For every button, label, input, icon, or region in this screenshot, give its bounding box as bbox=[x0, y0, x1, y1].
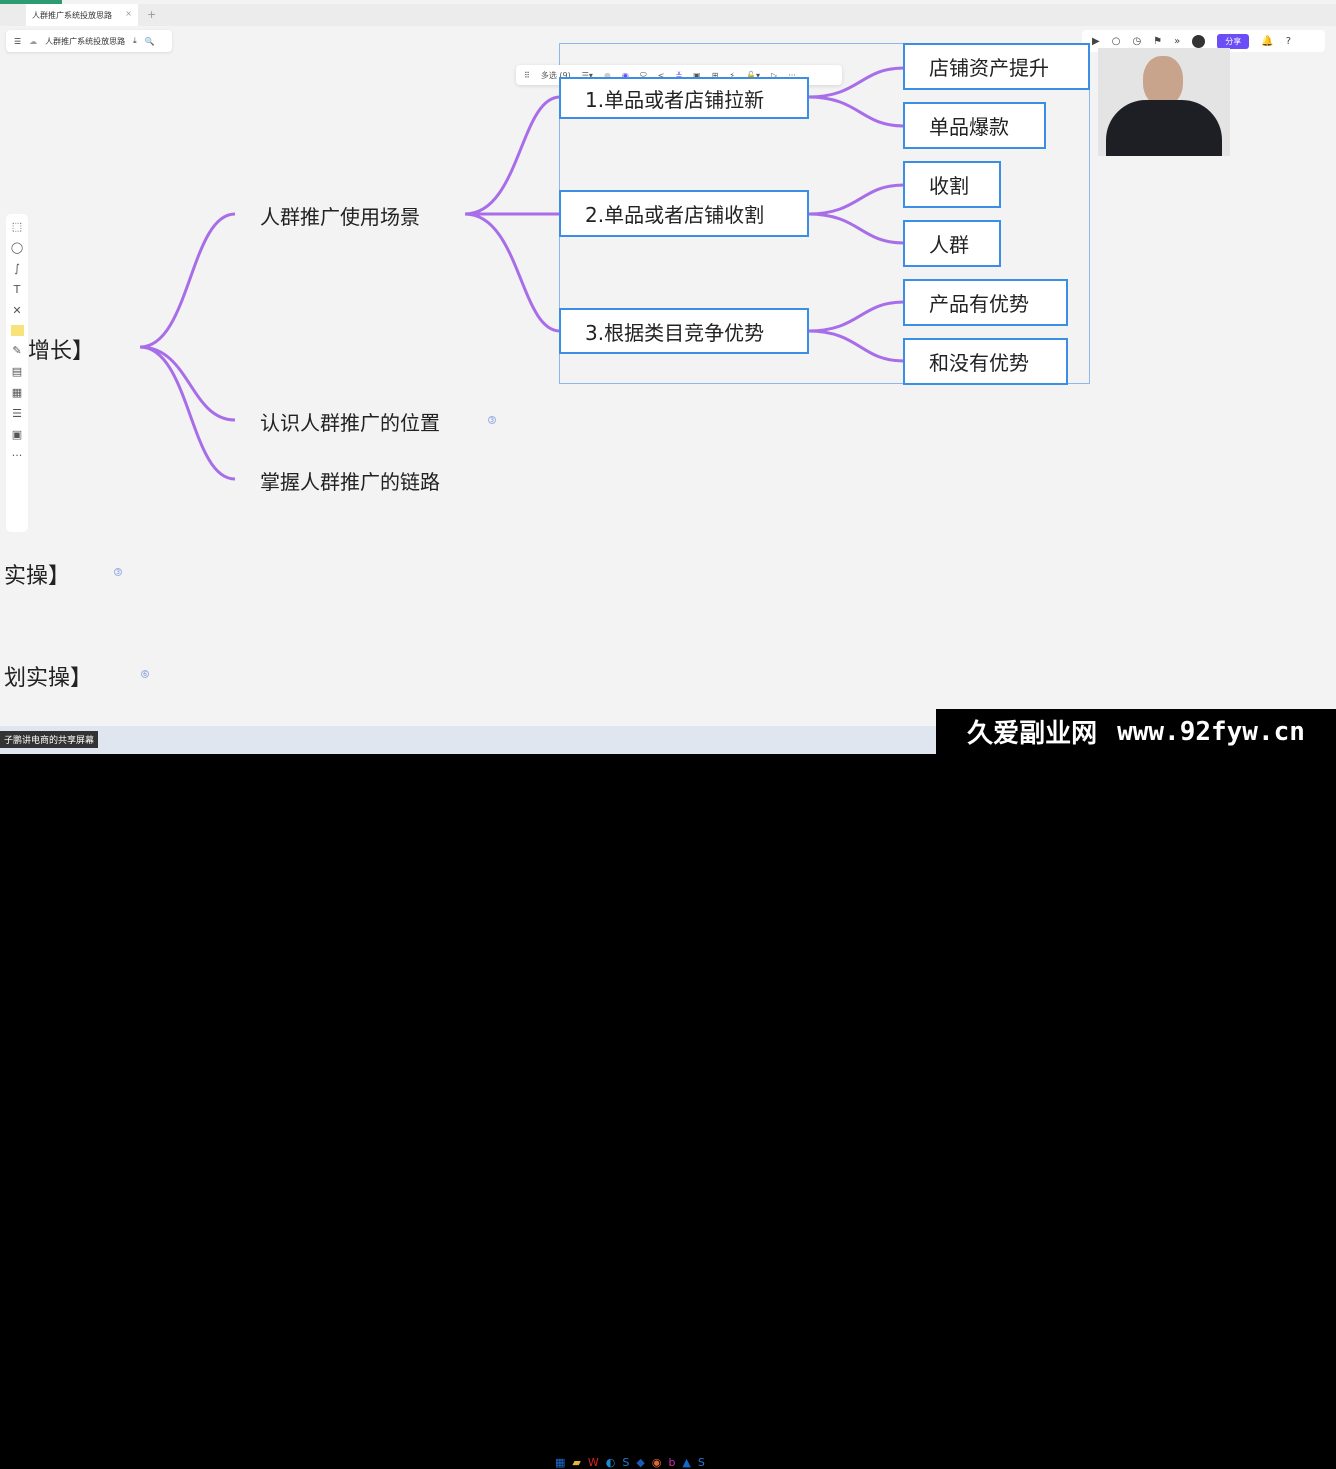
subtopic-box[interactable]: 1.单品或者店铺拉新 bbox=[559, 77, 809, 119]
cloud-icon: ☁ bbox=[29, 36, 38, 46]
border-color-icon[interactable]: ◉ bbox=[621, 70, 629, 80]
watermark-url: www.92fyw.cn bbox=[1117, 716, 1305, 747]
topic-node[interactable]: 人群推广使用场景 bbox=[260, 205, 420, 229]
text-icon[interactable]: T bbox=[13, 283, 21, 296]
bell-icon[interactable]: 🔔 bbox=[1261, 35, 1274, 47]
topic-node[interactable]: 掌握人群推广的链路 bbox=[260, 470, 440, 494]
new-tab-button[interactable]: + bbox=[147, 8, 157, 21]
root-node[interactable]: 增长】 bbox=[28, 339, 95, 364]
leaf-box[interactable]: 和没有优势 bbox=[903, 338, 1068, 385]
doc-tab[interactable]: 人群推广系统投放思路 × bbox=[26, 4, 138, 26]
pen-icon[interactable]: ✎ bbox=[12, 344, 22, 357]
present-icon[interactable]: ▷ bbox=[771, 70, 778, 80]
chrome-icon[interactable]: ◉ bbox=[651, 1456, 662, 1469]
collapse-badge[interactable]: 3 bbox=[488, 416, 496, 424]
tab-bar: 人群推广系统投放思路 × + bbox=[0, 4, 1336, 26]
shape-icon[interactable]: ◯ bbox=[10, 241, 24, 254]
left-toolbar: ⬚ ◯ ∫ T ✕ ✎ ▤ ▦ ☰ ▣ ··· bbox=[6, 214, 28, 532]
more-icon[interactable]: ··· bbox=[11, 449, 23, 462]
app-icon[interactable]: b bbox=[668, 1456, 676, 1469]
menu-icon[interactable]: ☰ bbox=[14, 36, 22, 46]
leaf-box[interactable]: 产品有优势 bbox=[903, 279, 1068, 326]
download-icon[interactable]: ⤓ bbox=[133, 36, 137, 45]
app-icon[interactable]: ▲ bbox=[682, 1456, 691, 1469]
doc-title: 人群推广系统投放思路 bbox=[45, 36, 126, 46]
flag-icon[interactable]: ⚑ bbox=[1153, 35, 1163, 47]
app-icon[interactable]: S bbox=[622, 1456, 630, 1469]
shape-icon[interactable]: ⬭ bbox=[639, 70, 647, 79]
screen: 人群推广系统投放思路 × + ☰ ☁ 人群推广系统投放思路 ⤓ 🔍 ▶ ○ ◷ ⚑… bbox=[0, 0, 1336, 726]
table-icon[interactable]: ▤ bbox=[11, 365, 23, 378]
leaf-box[interactable]: 收割 bbox=[903, 161, 1001, 208]
watermark-site: 久爱副业网 bbox=[967, 719, 1098, 749]
root-sibling-node[interactable]: 实操】 bbox=[4, 564, 71, 589]
connector-icon[interactable]: ∫ bbox=[14, 262, 20, 275]
app-icon[interactable]: ◆ bbox=[636, 1456, 645, 1469]
tab-title: 人群推广系统投放思路 bbox=[32, 11, 112, 20]
comment-icon[interactable]: ○ bbox=[1111, 35, 1121, 47]
topic-node[interactable]: 认识人群推广的位置 bbox=[260, 411, 440, 435]
subtopic-box[interactable]: 3.根据类目竞争优势 bbox=[559, 308, 809, 354]
drag-handle-icon[interactable]: ⠿ bbox=[524, 70, 530, 80]
sticky-note-icon[interactable] bbox=[10, 325, 24, 336]
avatar[interactable] bbox=[1192, 34, 1206, 48]
leaf-box[interactable]: 单品爆款 bbox=[903, 102, 1046, 149]
share-caption: 子鹏讲电商的共享屏幕 bbox=[0, 731, 99, 748]
more-icon[interactable]: ··· bbox=[788, 70, 796, 80]
webcam-video bbox=[1098, 48, 1230, 156]
mindmap-connectors bbox=[139, 66, 905, 481]
folder-icon[interactable]: ▰ bbox=[572, 1456, 581, 1469]
help-icon[interactable]: ? bbox=[1285, 35, 1292, 47]
accent-bar bbox=[0, 0, 62, 4]
right-toolbar: ▶ ○ ◷ ⚑ » 分享 🔔 ? bbox=[1082, 30, 1325, 52]
share-button[interactable]: 分享 bbox=[1217, 33, 1250, 49]
expand-icon[interactable]: » bbox=[1174, 35, 1181, 47]
add-child-icon[interactable]: ⊞ bbox=[711, 70, 719, 80]
leaf-box[interactable]: 店铺资产提升 bbox=[903, 43, 1090, 90]
summary-icon[interactable]: ▣ bbox=[693, 70, 701, 80]
root-sibling-node[interactable]: 划实操】 bbox=[4, 666, 93, 691]
style-icon[interactable]: ⚡ bbox=[729, 70, 736, 80]
collapse-badge[interactable]: 6 bbox=[141, 670, 149, 678]
frame-icon[interactable]: ⬚ bbox=[11, 220, 23, 233]
multi-select[interactable]: 多选 (9) bbox=[540, 70, 571, 80]
fill-icon[interactable]: ● bbox=[603, 70, 611, 80]
watermark: 久爱副业网 www.92fyw.cn bbox=[936, 709, 1336, 754]
lock-icon[interactable]: 🔓▾ bbox=[746, 70, 761, 80]
branch-icon[interactable]: < bbox=[657, 70, 665, 80]
taskbar-apps: ▦ ▰ W ◐ S ◆ ◉ b ▲ S bbox=[555, 1456, 705, 1469]
play-icon[interactable]: ▶ bbox=[1092, 35, 1100, 47]
edge-icon[interactable]: ◐ bbox=[605, 1456, 616, 1469]
wps-icon[interactable]: W bbox=[587, 1456, 599, 1469]
template-icon[interactable]: ▣ bbox=[11, 428, 23, 441]
layout-icon[interactable]: ☰▾ bbox=[581, 70, 593, 80]
start-icon[interactable]: ▦ bbox=[555, 1456, 566, 1469]
leaf-box[interactable]: 人群 bbox=[903, 220, 1001, 267]
line-style-icon[interactable]: ≚ bbox=[675, 70, 683, 80]
close-icon[interactable]: × bbox=[125, 9, 132, 18]
doc-icon[interactable]: ▦ bbox=[11, 386, 23, 399]
search-icon[interactable]: 🔍 bbox=[144, 36, 155, 46]
list-icon[interactable]: ☰ bbox=[12, 407, 22, 420]
collapse-badge[interactable]: 3 bbox=[114, 568, 122, 576]
subtopic-box[interactable]: 2.单品或者店铺收割 bbox=[559, 190, 809, 237]
mindmap-icon[interactable]: ✕ bbox=[12, 304, 22, 317]
app-icon[interactable]: S bbox=[697, 1456, 705, 1469]
timer-icon[interactable]: ◷ bbox=[1132, 35, 1142, 47]
doc-toolbar: ☰ ☁ 人群推广系统投放思路 ⤓ 🔍 bbox=[6, 30, 172, 52]
